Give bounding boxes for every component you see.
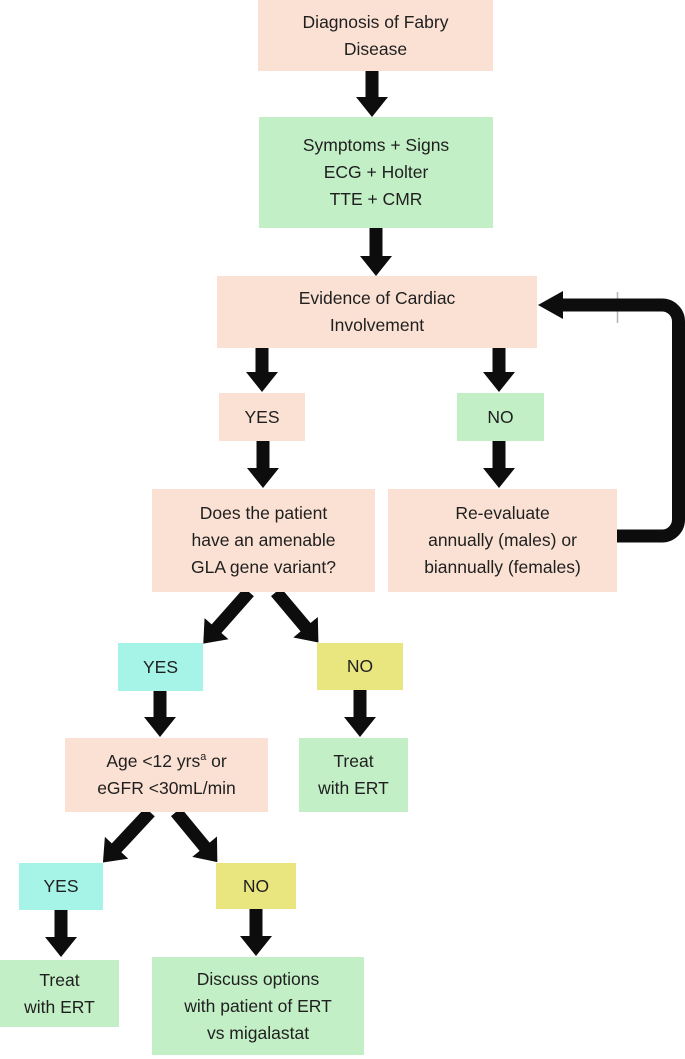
node-diagnosis: Diagnosis of Fabry Disease xyxy=(258,0,493,71)
node-text: YES xyxy=(142,656,179,677)
node-text: Discuss options xyxy=(196,968,320,989)
node-text: Disease xyxy=(343,38,408,59)
feedback-loop-arrowhead-icon xyxy=(538,291,563,319)
node-gla-variant-question: Does the patient have an amenable GLA ge… xyxy=(152,489,375,592)
arrow-age-to-no3 xyxy=(170,807,218,863)
node-no-criteria: NO xyxy=(216,863,296,909)
arrow-gla-to-yes2 xyxy=(203,587,254,644)
arrow-evidence-to-no xyxy=(483,348,515,392)
node-yes-criteria: YES xyxy=(19,863,103,910)
node-text: vs migalastat xyxy=(206,1022,310,1043)
node-text: Evidence of Cardiac xyxy=(298,288,456,308)
arrow-gla-to-no2 xyxy=(271,587,319,643)
node-text: NO xyxy=(346,656,374,676)
node-text: have an amenable xyxy=(191,530,336,550)
arrow-yes2-to-age xyxy=(144,691,176,737)
node-text: with ERT xyxy=(24,996,95,1017)
node-text: TTE + CMR xyxy=(329,189,423,209)
node-text: annually (males) or xyxy=(428,530,577,550)
node-reevaluate: Re-evaluate annually (males) or biannual… xyxy=(388,489,617,592)
node-treat-with-ert-no-variant: Treat with ERT xyxy=(299,738,408,812)
node-text: Age <12 yrsa or xyxy=(106,751,227,771)
arrow-yes3-to-treat xyxy=(45,910,77,957)
node-text: ECG + Holter xyxy=(323,162,429,182)
node-text: eGFR <30mL/min xyxy=(97,778,236,798)
arrow-workup-to-evidence xyxy=(360,228,392,276)
arrow-no3-to-discuss xyxy=(240,909,272,956)
node-text: Involvement xyxy=(329,315,425,335)
node-treat-with-ert-criteria: Treat with ERT xyxy=(0,960,119,1027)
arrow-diagnosis-to-workup xyxy=(356,70,388,117)
node-text: Re-evaluate xyxy=(455,503,550,523)
node-text: with ERT xyxy=(318,778,389,798)
node-yes-cardiac: YES xyxy=(219,393,305,441)
node-text: YES xyxy=(244,406,280,427)
node-text: Does the patient xyxy=(199,503,328,523)
footnote-marker: a xyxy=(200,751,207,764)
node-no-cardiac: NO xyxy=(457,393,544,441)
node-text: Symptoms + Signs xyxy=(302,135,450,155)
node-text: GLA gene variant? xyxy=(191,557,336,577)
node-text: with patient of ERT xyxy=(184,995,332,1016)
node-text: Diagnosis of Fabry xyxy=(302,11,449,32)
node-workup: Symptoms + Signs ECG + Holter TTE + CMR xyxy=(259,117,493,228)
node-text: Treat xyxy=(39,969,80,990)
node-text: YES xyxy=(43,876,79,896)
node-text: Treat xyxy=(333,751,374,771)
node-discuss-options: Discuss options with patient of ERT vs m… xyxy=(152,957,364,1055)
node-no-amenable: NO xyxy=(317,643,403,690)
arrow-evidence-to-yes xyxy=(246,348,278,392)
node-yes-amenable: YES xyxy=(118,643,203,691)
arrow-no-to-reevaluate xyxy=(483,441,515,488)
arrow-no2-to-treat xyxy=(344,690,376,737)
node-text: biannually (females) xyxy=(424,557,581,577)
node-text: NO xyxy=(487,406,514,427)
node-text: NO xyxy=(242,875,270,896)
arrow-yes-to-gla xyxy=(247,441,279,488)
feedback-loop-arrow xyxy=(561,298,685,543)
arrow-age-to-yes3 xyxy=(102,807,155,863)
node-age-egfr-criteria: Age <12 yrsa or eGFR <30mL/min xyxy=(65,738,268,812)
node-cardiac-evidence: Evidence of Cardiac Involvement xyxy=(217,276,537,348)
